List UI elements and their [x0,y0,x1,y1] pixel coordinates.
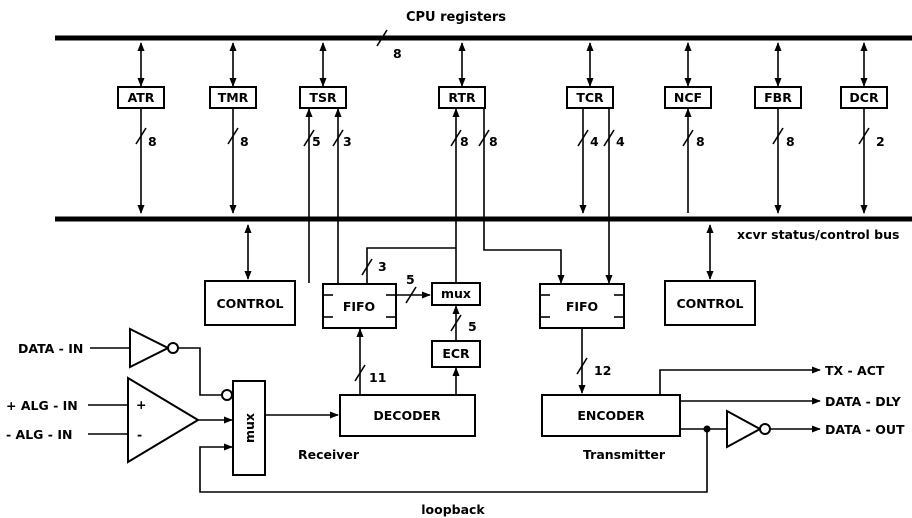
decoder-block: DECODER [339,394,476,437]
register-tsr-width-left: 5 [312,134,321,149]
output-inverter-icon [726,409,763,449]
inverter-to-mux [178,347,221,396]
register-fbr-width: 8 [786,134,795,149]
encoder-label: ENCODER [577,408,645,423]
register-ncf-width: 8 [696,134,705,149]
mux-input-label: mux [242,413,257,443]
xcvr-bus-label: xcvr status/control bus [737,227,899,242]
register-tmr-label: TMR [218,90,249,105]
transmitter-label: Transmitter [583,447,666,462]
register-tmr: TMR 8 [209,42,257,214]
fifo-to-mux-feedback [366,247,456,283]
input-inverter-bubble [167,342,179,354]
register-dcr-label: DCR [849,90,879,105]
encoder-block: ENCODER [541,394,681,437]
control-block-left: CONTROL [204,224,296,326]
register-fbr-label: FBR [764,90,792,105]
mux-top: mux [431,282,481,306]
fifo-to-mux-width: 5 [406,272,415,287]
fifo-receive: FIFO [322,283,397,329]
comparator-icon [127,376,200,464]
register-atr-width: 8 [148,134,157,149]
ecr-label: ECR [442,346,470,361]
register-ncf-label: NCF [674,90,702,105]
register-atr-label: ATR [128,90,155,105]
mux-top-label: mux [441,286,471,301]
register-fbr: FBR 8 [754,42,802,214]
register-tsr: TSR 5 3 [299,42,352,283]
fifo-to-encoder-width: 12 [594,363,611,378]
register-dcr-width: 2 [876,134,885,149]
mux-input-bubble [221,389,233,401]
cpu-bus-width-label: 8 [393,46,402,61]
register-tsr-label: TSR [309,90,337,105]
receiver-label: Receiver [298,447,360,462]
comparator-plus: + [136,397,146,412]
data-dly-label: DATA - DLY [825,394,902,409]
output-inverter-bubble [759,423,771,435]
control-right-label: CONTROL [676,296,743,311]
ecr-block: ECR [431,340,481,368]
decoder-label: DECODER [373,408,441,423]
register-tcr-width-left: 4 [590,134,599,149]
comparator-minus: - [137,427,142,442]
alg-in-minus-label: - ALG - IN [6,427,72,442]
alg-in-plus-label: + ALG - IN [6,398,78,413]
mux-input: mux [232,380,266,476]
control-left-label: CONTROL [216,296,283,311]
register-tcr-label: TCR [576,90,604,105]
fifo-receive-label: FIFO [343,299,375,314]
loopback-label: loopback [421,502,485,517]
control-block-right: CONTROL [664,224,756,326]
register-atr: ATR 8 [117,42,165,214]
cpu-bus-width-slash [376,29,388,47]
decoder-to-fifo-width: 11 [369,370,386,385]
loopback-wire [199,429,708,493]
register-dcr: DCR 2 [840,42,888,214]
register-rtr: RTR 8 8 [438,42,565,284]
cpu-registers-label: CPU registers [406,10,506,25]
register-tmr-width: 8 [240,134,249,149]
register-tcr-width-right: 4 [616,134,625,149]
tx-act-label: TX - ACT [825,363,885,378]
fifo-transmit-label: FIFO [566,299,598,314]
register-tsr-width-right: 3 [343,134,352,149]
ecr-to-mux-width: 5 [468,319,477,334]
register-rtr-width-left: 8 [460,134,469,149]
data-out-label: DATA - OUT [825,422,905,437]
register-rtr-label: RTR [448,90,476,105]
input-inverter-icon [129,327,171,369]
register-rtr-width-right: 8 [489,134,498,149]
tx-act-wire [659,366,821,395]
fifo-transmit: FIFO [539,283,625,329]
register-ncf: NCF 8 [664,42,712,213]
fifo-rx-up-width: 3 [378,259,387,274]
register-tcr: TCR 4 4 [566,42,625,284]
data-in-label: DATA - IN [18,341,83,356]
